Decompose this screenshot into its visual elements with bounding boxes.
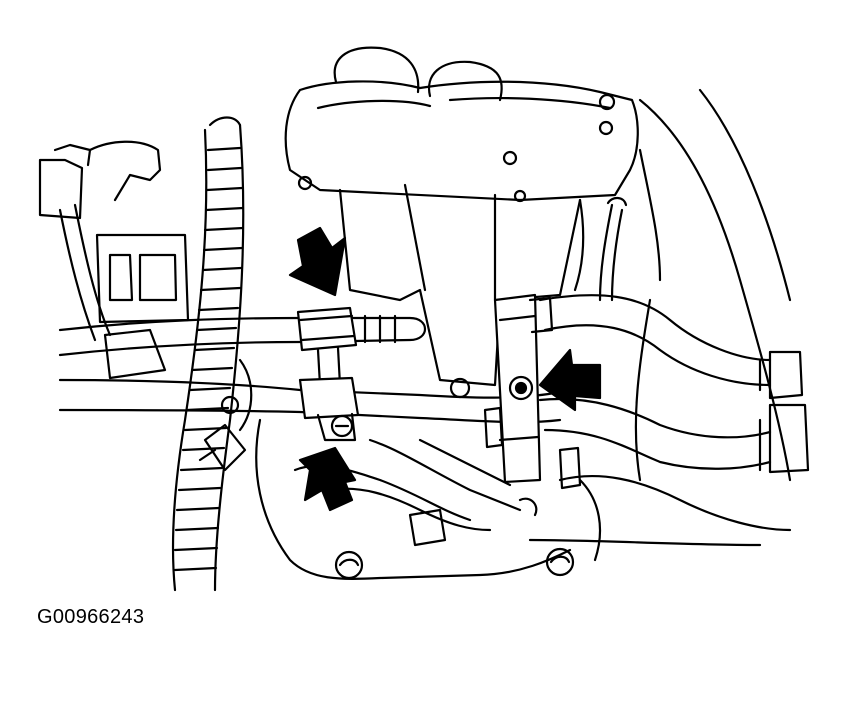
- hose-clamp-left-lower: [298, 376, 360, 442]
- left-connector-block: [38, 140, 190, 380]
- arrow-lower-left-clamp-icon: [298, 446, 357, 512]
- clamp-bolt-left: [330, 414, 354, 438]
- clamp-bolt-right: [508, 375, 534, 401]
- bolt-lower-left: [334, 550, 364, 580]
- bolt-lower-right: [545, 547, 575, 577]
- sensor-wire: [598, 196, 628, 302]
- hose-clamp-right: [483, 293, 554, 484]
- arrow-upper-left-clamp-icon: [288, 226, 347, 297]
- arrow-right-clamp-icon: [538, 348, 602, 412]
- bolt-left-hose: [220, 395, 240, 415]
- mounting-bolts: [220, 377, 575, 580]
- callout-arrows: [288, 226, 602, 512]
- hose-clamp-left-upper: [296, 306, 358, 387]
- bolt-center: [449, 377, 471, 399]
- figure-code: G00966243: [37, 606, 145, 628]
- main-hose-upper: [58, 314, 427, 357]
- right-hoses: [538, 294, 810, 474]
- wiring-harness-loom: [171, 116, 245, 592]
- harness-connector: [198, 358, 253, 472]
- right-structure: [528, 88, 792, 547]
- upper-housing: [284, 46, 639, 387]
